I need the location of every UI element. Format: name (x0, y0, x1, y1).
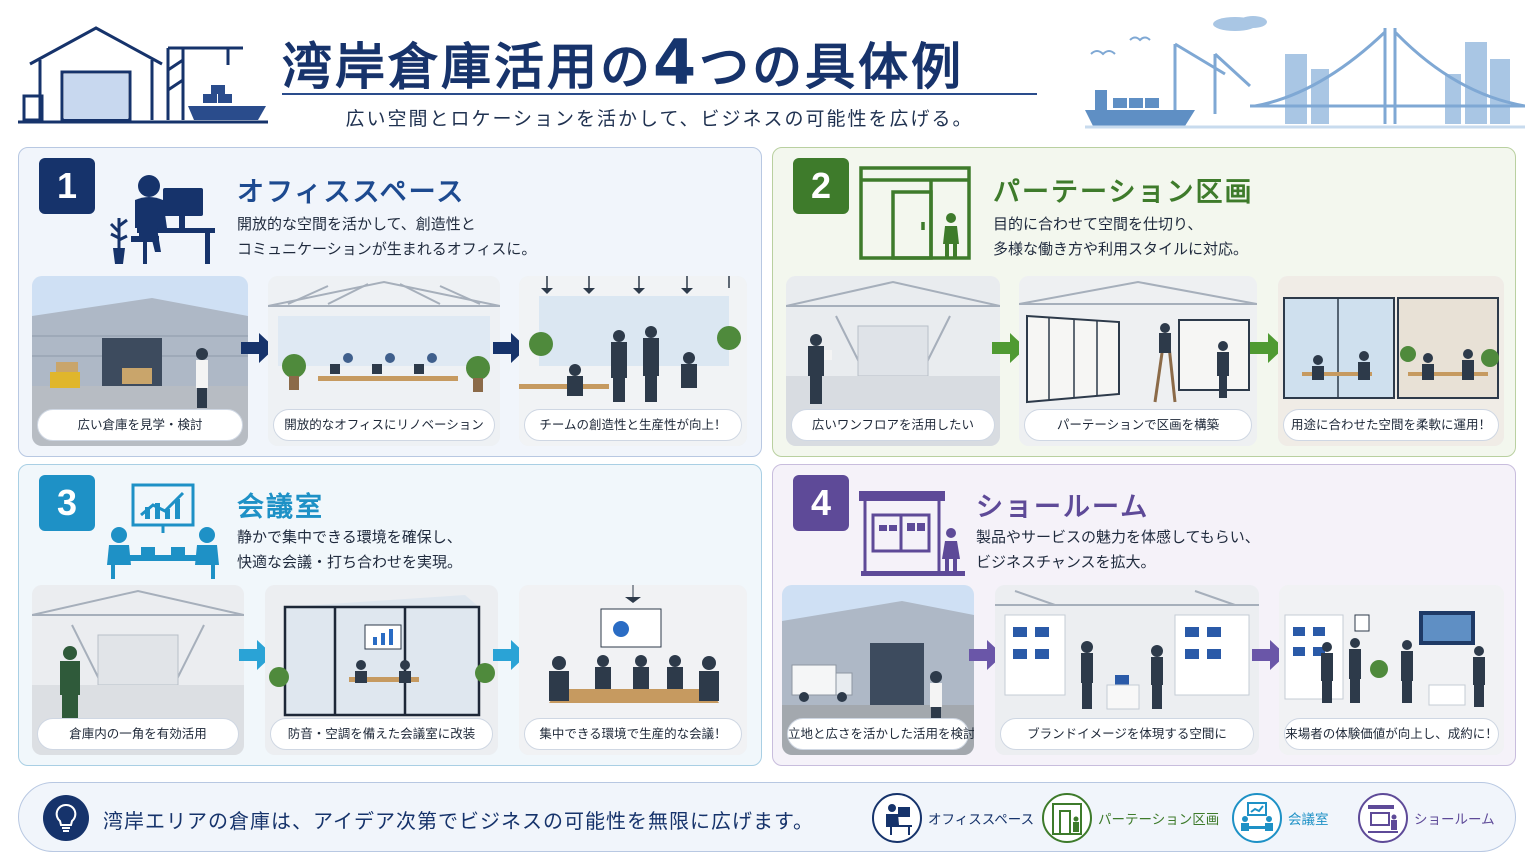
panel-office-space: 1 オフィススペース 開放的な空間を活かして、創造性と コミュニケーションが生ま… (18, 147, 762, 457)
panel-description: 開放的な空間を活かして、創造性と コミュニケーションが生まれるオフィスに。 (237, 212, 536, 262)
scene-step-3: 集中できる環境で生産的な会議！ (519, 585, 747, 755)
page-subtitle: 広い空間とロケーションを活かして、ビジネスの可能性を広げる。 (345, 108, 974, 130)
office-worker-icon (109, 175, 215, 264)
partition-door-icon (1042, 793, 1092, 843)
title-text-2: つの具体例 (699, 38, 965, 96)
panel-showroom: 4 ショールーム 製品やサービスの魅力を体感してもらい、 ビジネスチャンスを拡大… (772, 464, 1516, 766)
scene-caption: チームの創造性と生産性が向上！ (524, 409, 742, 441)
scene-step-1: 立地と広さを活かした活用を検討 (782, 585, 974, 755)
arrow-right-icon (239, 640, 273, 670)
panel-title: パーテーション区画 (993, 177, 1254, 208)
arrow-right-icon (493, 333, 527, 363)
meeting-icon (107, 483, 219, 579)
scene-step-1: 広い倉庫を見学・検討 (32, 276, 248, 446)
panel-title: オフィススペース (237, 177, 466, 208)
meeting-icon (1232, 793, 1282, 843)
footer-banner: 湾岸エリアの倉庫は、アイデア次第でビジネスの可能性を無限に広げます。 オフィスス… (18, 782, 1516, 852)
arrow-right-icon (493, 640, 527, 670)
arrow-right-icon (241, 333, 275, 363)
panel-desc-line1: 開放的な空間を活かして、創造性と (237, 215, 476, 233)
legend-label: ショールーム (1414, 812, 1495, 828)
scene-caption: 倉庫内の一角を有効活用 (37, 718, 239, 750)
scene-step-2: パーテーションで区画を構築 (1019, 276, 1257, 446)
arrow-right-icon (992, 333, 1026, 363)
scene-caption: 用途に合わせた空間を柔軟に運用！ (1283, 409, 1499, 441)
panel-partition: 2 パーテーション区画 目的に合わせて空間を仕切り、 多様な働き方や利用スタイル… (772, 147, 1516, 457)
panel-desc-line1: 目的に合わせて空間を仕切り、 (993, 215, 1203, 233)
panel-desc-line2: 多様な働き方や利用スタイルに対応。 (993, 240, 1249, 258)
legend-label: オフィススペース (928, 812, 1035, 828)
legend-label: 会議室 (1288, 812, 1329, 828)
scene-caption: 広いワンフロアを活用したい (791, 409, 995, 441)
harbor-bridge-illustration-icon (1085, 16, 1525, 129)
panel-desc-line2: 快適な会議・打ち合わせを実現。 (237, 553, 463, 571)
header: 湾岸倉庫活用の4つの具体例 広い空間とロケーションを活かして、ビジネスの可能性を… (0, 0, 1536, 140)
office-worker-icon (872, 793, 922, 843)
arrow-right-icon (1250, 333, 1284, 363)
panel-desc-line1: 製品やサービスの魅力を体感してもらい、 (976, 528, 1260, 546)
panel-title: 会議室 (237, 492, 324, 523)
scene-caption: パーテーションで区画を構築 (1024, 409, 1252, 441)
title-underline (282, 93, 1037, 95)
showroom-icon (859, 491, 965, 576)
title-number: 4 (653, 26, 700, 99)
panel-meeting-room: 3 会議室 静かで集中できる環境を確保し、 快適な会議・打ち合わせを実現。 (18, 464, 762, 766)
showroom-icon (1358, 793, 1408, 843)
footer-message: 湾岸エリアの倉庫は、アイデア次第でビジネスの可能性を無限に広げます。 (103, 809, 814, 833)
partition-door-icon (859, 166, 971, 260)
scene-caption: 開放的なオフィスにリノベーション (273, 409, 495, 441)
scene-caption: 立地と広さを活かした活用を検討 (787, 718, 974, 750)
arrow-right-icon (969, 640, 1003, 670)
scene-step-3: 用途に合わせた空間を柔軟に運用！ (1278, 276, 1504, 446)
page-title: 湾岸倉庫活用の4つの具体例 (282, 26, 1037, 99)
panel-desc-line2: コミュニケーションが生まれるオフィスに。 (237, 240, 537, 258)
lightbulb-icon (43, 795, 89, 841)
panel-number: 2 (793, 158, 849, 214)
panel-description: 目的に合わせて空間を仕切り、 多様な働き方や利用スタイルに対応。 (993, 212, 1248, 262)
scene-step-1: 広いワンフロアを活用したい (786, 276, 1000, 446)
warehouse-crane-illustration-icon (18, 26, 268, 124)
arrow-right-icon (1252, 640, 1286, 670)
panel-description: 静かで集中できる環境を確保し、 快適な会議・打ち合わせを実現。 (237, 525, 462, 575)
scene-caption: 防音・空調を備えた会議室に改装 (270, 718, 493, 750)
scene-step-2: 防音・空調を備えた会議室に改装 (265, 585, 498, 755)
scene-step-3: 来場者の体験価値が向上し、成約に！ (1279, 585, 1504, 755)
scene-step-3: チームの創造性と生産性が向上！ (519, 276, 747, 446)
panel-desc-line1: 静かで集中できる環境を確保し、 (237, 528, 462, 546)
title-text-1: 湾岸倉庫活用の (282, 38, 653, 96)
scene-caption: 来場者の体験価値が向上し、成約に！ (1284, 718, 1499, 750)
scene-caption: 集中できる環境で生産的な会議！ (524, 718, 742, 750)
panel-number: 1 (39, 158, 95, 214)
scene-step-2: ブランドイメージを体現する空間に (995, 585, 1259, 755)
panel-description: 製品やサービスの魅力を体感してもらい、 ビジネスチャンスを拡大。 (976, 525, 1260, 575)
scene-caption: 広い倉庫を見学・検討 (37, 409, 243, 441)
scene-step-2: 開放的なオフィスにリノベーション (268, 276, 500, 446)
panel-number: 3 (39, 475, 95, 531)
panel-desc-line2: ビジネスチャンスを拡大。 (976, 553, 1156, 571)
legend-label: パーテーション区画 (1098, 812, 1220, 828)
panel-title: ショールーム (976, 492, 1150, 523)
scene-step-1: 倉庫内の一角を有効活用 (32, 585, 244, 755)
scene-caption: ブランドイメージを体現する空間に (1000, 718, 1254, 750)
panel-number: 4 (793, 475, 849, 531)
